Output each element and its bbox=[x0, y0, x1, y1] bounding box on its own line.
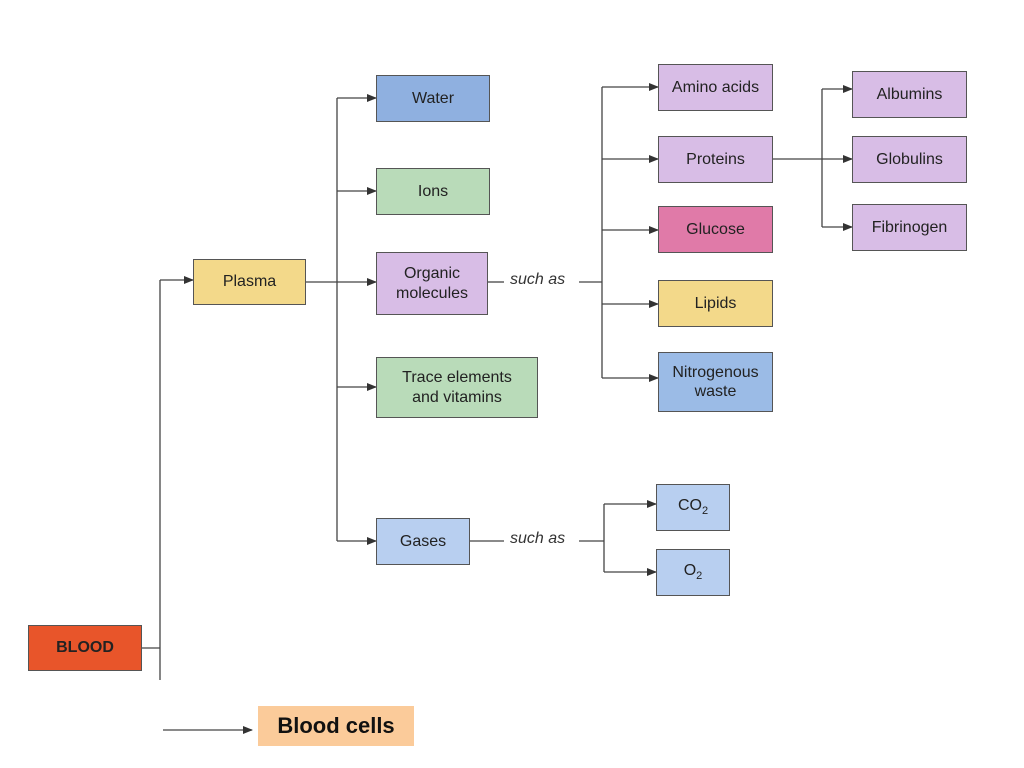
node-o2: O2 bbox=[656, 549, 730, 596]
node-water: Water bbox=[376, 75, 490, 122]
node-trace-label: Trace elements and vitamins bbox=[402, 369, 512, 406]
node-organic-molecules: Organic molecules bbox=[376, 252, 488, 315]
node-blood-label: BLOOD bbox=[56, 639, 114, 657]
node-co2: CO2 bbox=[656, 484, 730, 531]
node-trace-elements: Trace elements and vitamins bbox=[376, 357, 538, 418]
node-proteins-label: Proteins bbox=[686, 150, 745, 168]
node-glucose-label: Glucose bbox=[686, 220, 745, 238]
node-gases: Gases bbox=[376, 518, 470, 565]
node-amino-acids: Amino acids bbox=[658, 64, 773, 111]
node-plasma: Plasma bbox=[193, 259, 306, 305]
node-ions-label: Ions bbox=[417, 182, 449, 200]
node-fibrinogen-label: Fibrinogen bbox=[871, 218, 948, 236]
node-gases-label: Gases bbox=[399, 532, 447, 550]
o2-subscript: 2 bbox=[696, 570, 703, 583]
such-as-gases: such as bbox=[510, 530, 566, 547]
o2-text: O bbox=[683, 562, 697, 580]
co2-subscript: 2 bbox=[701, 505, 709, 518]
blood-cells-label: Blood cells bbox=[277, 713, 395, 738]
node-organic-label: Organic molecules bbox=[395, 265, 469, 302]
node-proteins: Proteins bbox=[658, 136, 773, 183]
node-amino-label: Amino acids bbox=[671, 78, 760, 96]
node-water-label: Water bbox=[411, 89, 455, 107]
node-nitrogenous-waste: Nitrogenous waste bbox=[658, 352, 773, 412]
node-plasma-label: Plasma bbox=[222, 273, 277, 291]
blood-cells-box: Blood cells bbox=[258, 706, 414, 746]
node-fibrinogen: Fibrinogen bbox=[852, 204, 967, 251]
node-blood: BLOOD bbox=[28, 625, 142, 671]
node-ions: Ions bbox=[376, 168, 490, 215]
node-globulins: Globulins bbox=[852, 136, 967, 183]
co2-text: CO bbox=[677, 497, 702, 515]
node-albumins-label: Albumins bbox=[876, 85, 943, 103]
such-as-organic: such as bbox=[510, 271, 566, 288]
node-lipids-label: Lipids bbox=[694, 294, 737, 312]
node-globulins-label: Globulins bbox=[876, 150, 943, 168]
node-albumins: Albumins bbox=[852, 71, 967, 118]
node-o2-label: O2 bbox=[684, 561, 703, 583]
node-lipids: Lipids bbox=[658, 280, 773, 327]
node-nitrogenous-label: Nitrogenous waste bbox=[672, 363, 759, 400]
node-co2-label: CO2 bbox=[678, 496, 708, 518]
node-glucose: Glucose bbox=[658, 206, 773, 253]
